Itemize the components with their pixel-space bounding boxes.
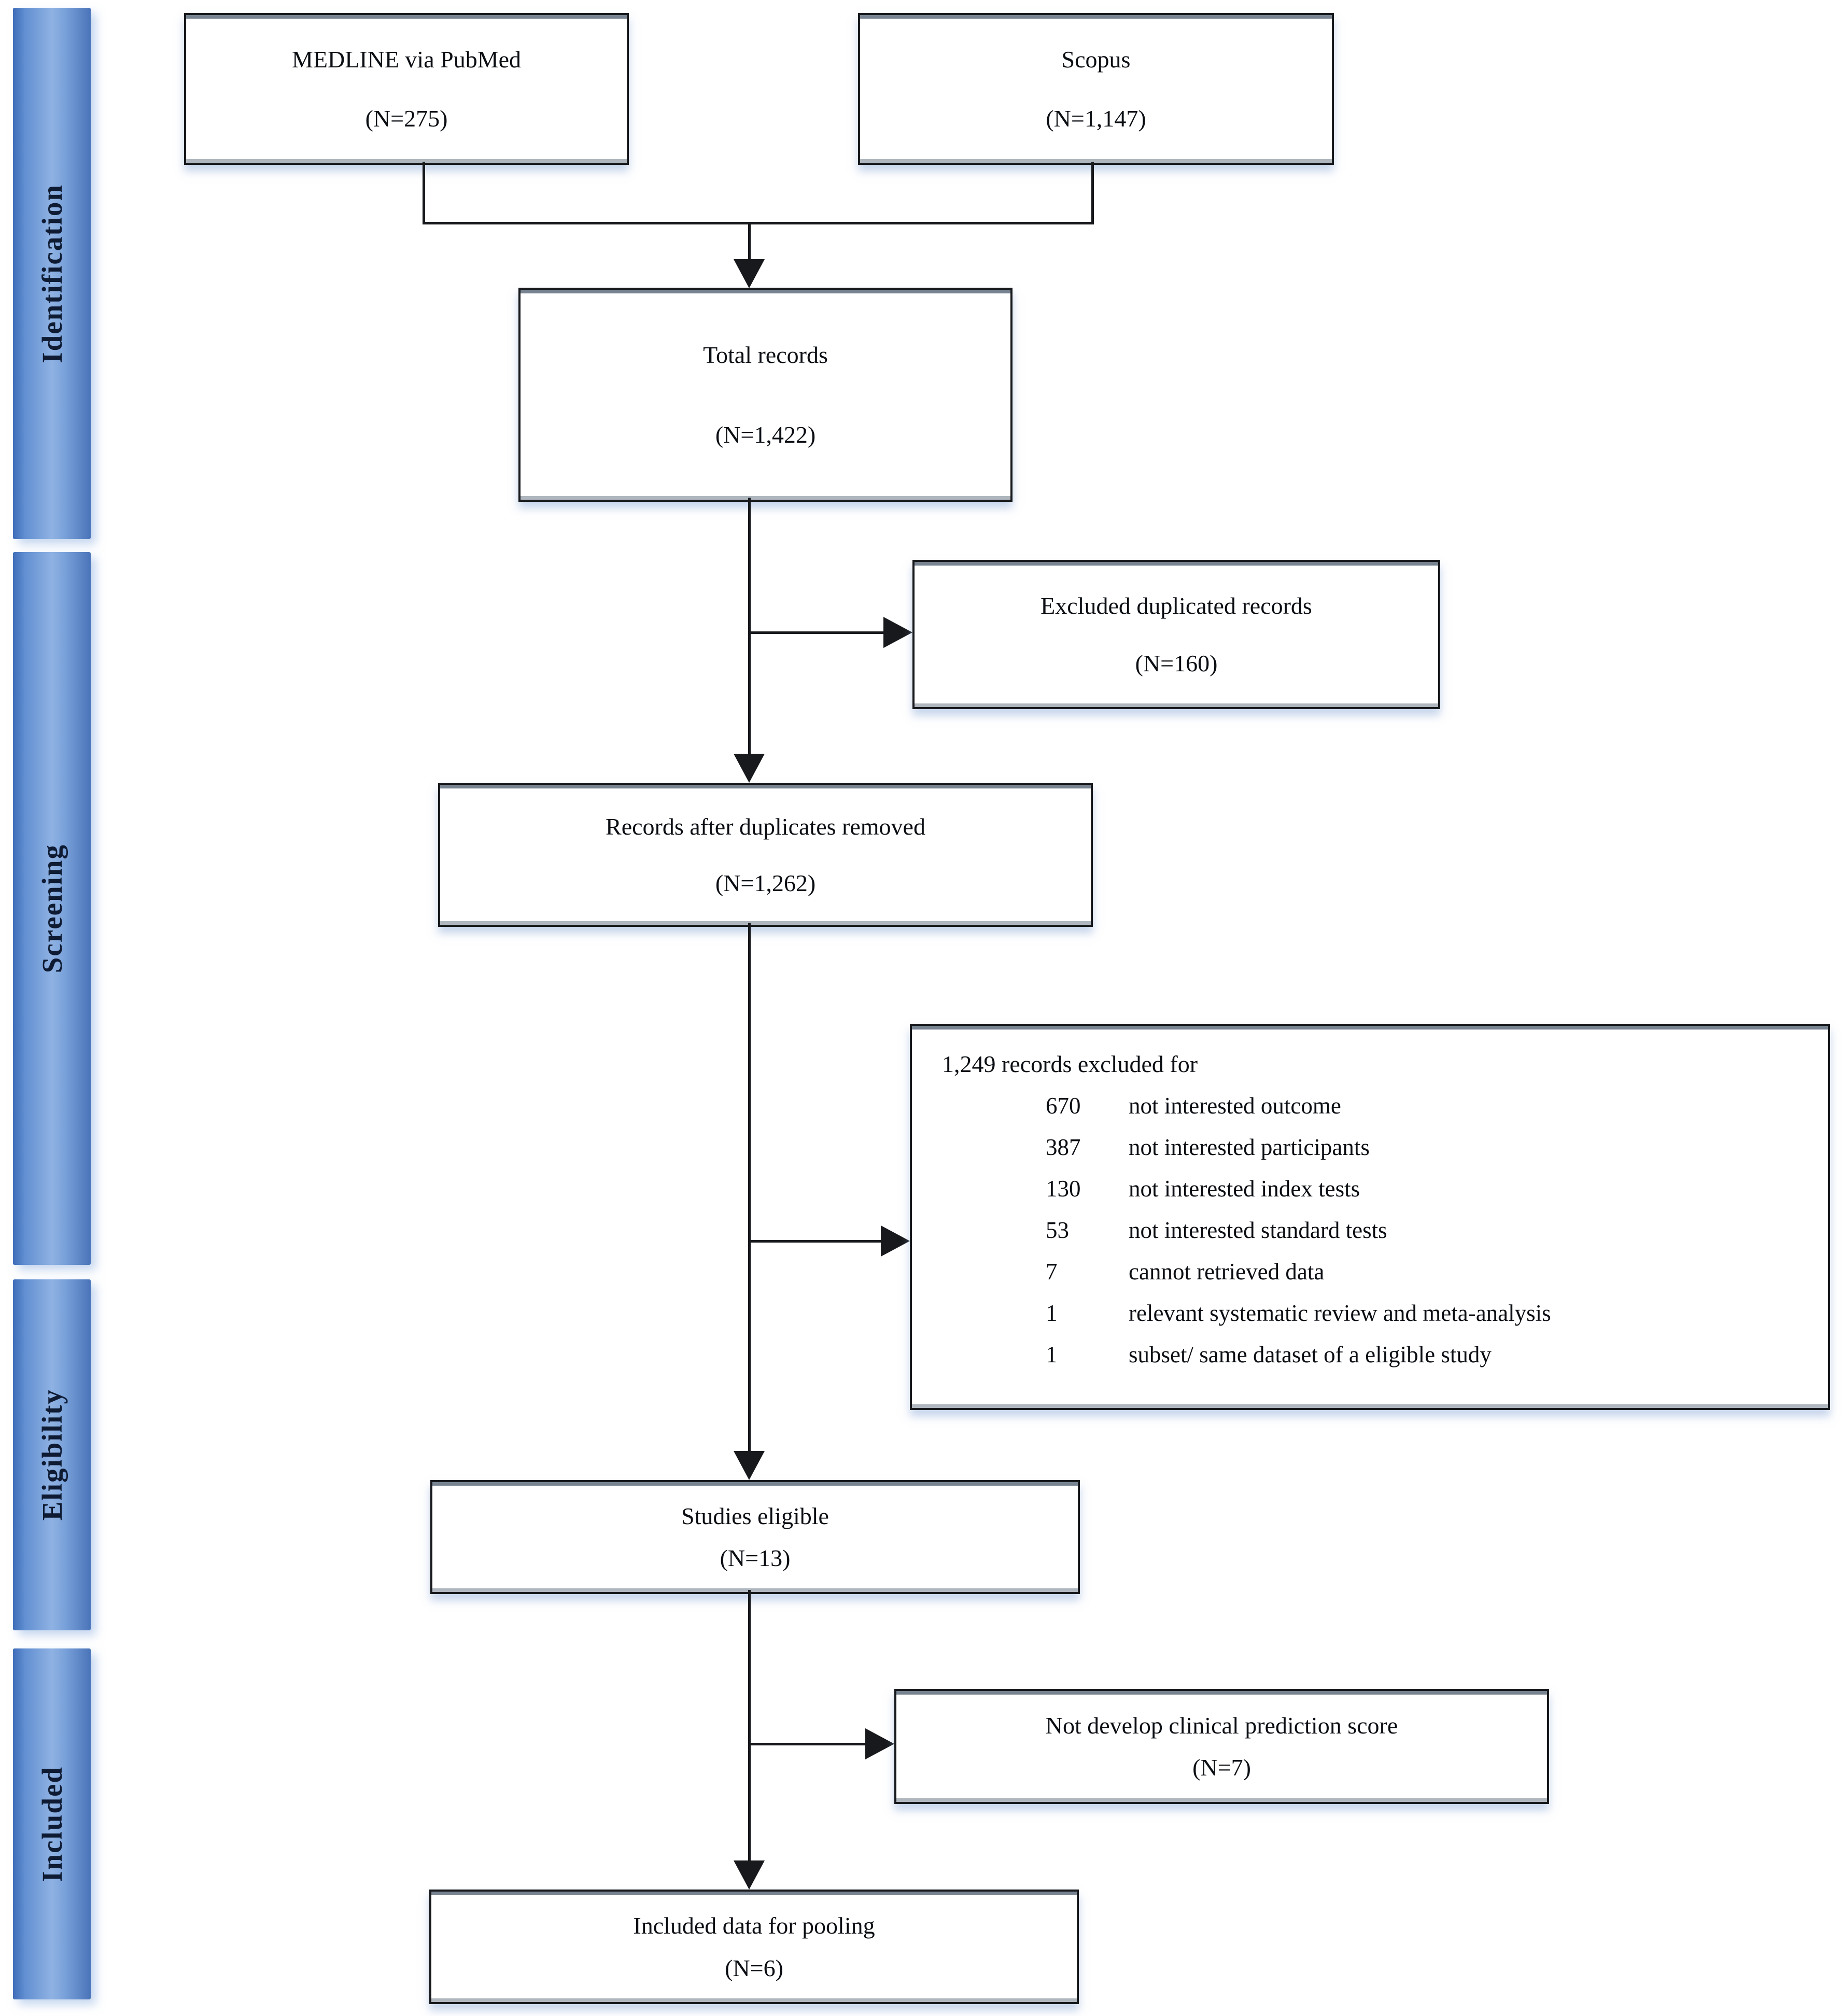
- arrowhead-down-after-duplicates-icon: [734, 754, 765, 783]
- excluded-reason-text: relevant systematic review and meta-anal…: [1129, 1300, 1551, 1326]
- branch-line-excluded-duplicates: [748, 631, 883, 634]
- total-records-count: (N=1,422): [715, 421, 816, 448]
- after-duplicates-title: Records after duplicates removed: [606, 813, 925, 840]
- excluded-reason-row: 670 not interested outcome: [942, 1085, 1812, 1126]
- excluded-reason-count: 670: [1046, 1093, 1081, 1119]
- box-scopus: Scopus (N=1,147): [858, 13, 1334, 165]
- box-total-records: Total records (N=1,422): [518, 288, 1013, 502]
- box-included-data-pooling: Included data for pooling (N=6): [429, 1890, 1079, 2004]
- studies-eligible-count: (N=13): [720, 1545, 791, 1571]
- box-studies-eligible: Studies eligible (N=13): [430, 1480, 1080, 1594]
- excluded-duplicates-title: Excluded duplicated records: [1040, 592, 1312, 619]
- excluded-reason-row: 53 not interested standard tests: [942, 1209, 1812, 1251]
- excluded-reason-text: subset/ same dataset of a eligible study: [1129, 1342, 1492, 1368]
- connector-merge-horizontal: [423, 222, 1094, 224]
- scopus-title: Scopus: [1061, 46, 1131, 73]
- box-medline-pubmed: MEDLINE via PubMed (N=275): [184, 13, 629, 165]
- stage-label-identification: Identification: [36, 184, 68, 363]
- excluded-reason-count: 1: [1046, 1300, 1058, 1326]
- box-records-after-duplicates: Records after duplicates removed (N=1,26…: [438, 783, 1093, 927]
- branch-line-records-excluded: [748, 1240, 881, 1243]
- included-pooling-title: Included data for pooling: [633, 1912, 875, 1939]
- excluded-duplicates-count: (N=160): [1135, 650, 1218, 677]
- excluded-reason-text: not interested outcome: [1129, 1093, 1341, 1119]
- excluded-reason-text: not interested standard tests: [1129, 1217, 1387, 1243]
- excluded-reason-row: 7 cannot retrieved data: [942, 1251, 1812, 1292]
- stage-bar-screening: Screening: [13, 552, 91, 1265]
- excluded-reason-count: 7: [1046, 1259, 1058, 1285]
- studies-eligible-title: Studies eligible: [681, 1502, 829, 1529]
- records-excluded-title: 1,249 records excluded for: [942, 1051, 1198, 1077]
- stage-bar-identification: Identification: [13, 8, 91, 539]
- excluded-reason-count: 130: [1046, 1176, 1081, 1202]
- not-develop-count: (N=7): [1192, 1754, 1251, 1781]
- arrowhead-right-not-develop-icon: [865, 1728, 894, 1759]
- after-duplicates-count: (N=1,262): [715, 869, 816, 896]
- excluded-reason-row: 1 subset/ same dataset of a eligible stu…: [942, 1334, 1812, 1375]
- connector-scopus-drop: [1091, 162, 1094, 223]
- branch-line-not-develop: [748, 1743, 865, 1745]
- medline-count: (N=275): [365, 105, 448, 132]
- box-not-develop-score: Not develop clinical prediction score (N…: [894, 1689, 1549, 1804]
- box-excluded-duplicated-records: Excluded duplicated records (N=160): [912, 560, 1440, 709]
- arrow-line-to-total-records: [748, 223, 751, 261]
- arrowhead-down-studies-eligible-icon: [734, 1451, 765, 1480]
- box-records-excluded-reasons: 1,249 records excluded for 670 not inter…: [910, 1024, 1830, 1410]
- medline-title: MEDLINE via PubMed: [291, 46, 522, 73]
- excluded-reason-text: not interested index tests: [1129, 1176, 1360, 1202]
- not-develop-title: Not develop clinical prediction score: [1045, 1712, 1398, 1739]
- connector-eligible-to-included: [748, 1590, 751, 1862]
- stage-label-included: Included: [36, 1766, 68, 1882]
- stage-label-eligibility: Eligibility: [36, 1389, 68, 1521]
- excluded-reason-count: 53: [1046, 1217, 1069, 1243]
- stage-bar-included: Included: [13, 1648, 91, 1999]
- included-pooling-count: (N=6): [725, 1954, 783, 1981]
- excluded-reason-text: cannot retrieved data: [1129, 1259, 1325, 1285]
- connector-medline-drop: [423, 162, 425, 223]
- total-records-title: Total records: [703, 342, 828, 369]
- excluded-reason-count: 1: [1046, 1342, 1058, 1368]
- excluded-reason-text: not interested participants: [1129, 1134, 1370, 1160]
- connector-total-to-after-duplicates: [748, 498, 751, 755]
- excluded-reason-row: 387 not interested participants: [942, 1126, 1812, 1168]
- excluded-reason-row: 130 not interested index tests: [942, 1168, 1812, 1209]
- stage-bar-eligibility: Eligibility: [13, 1279, 91, 1630]
- stage-label-screening: Screening: [36, 843, 68, 974]
- arrowhead-right-excluded-duplicates-icon: [883, 617, 912, 648]
- arrowhead-down-included-pooling-icon: [734, 1860, 765, 1890]
- arrowhead-right-records-excluded-icon: [881, 1225, 910, 1257]
- scopus-count: (N=1,147): [1046, 105, 1146, 132]
- arrowhead-down-total-records-icon: [734, 259, 765, 288]
- connector-after-duplicates-to-eligible: [748, 923, 751, 1452]
- excluded-reason-count: 387: [1046, 1134, 1081, 1160]
- excluded-reason-row: 1 relevant systematic review and meta-an…: [942, 1292, 1812, 1334]
